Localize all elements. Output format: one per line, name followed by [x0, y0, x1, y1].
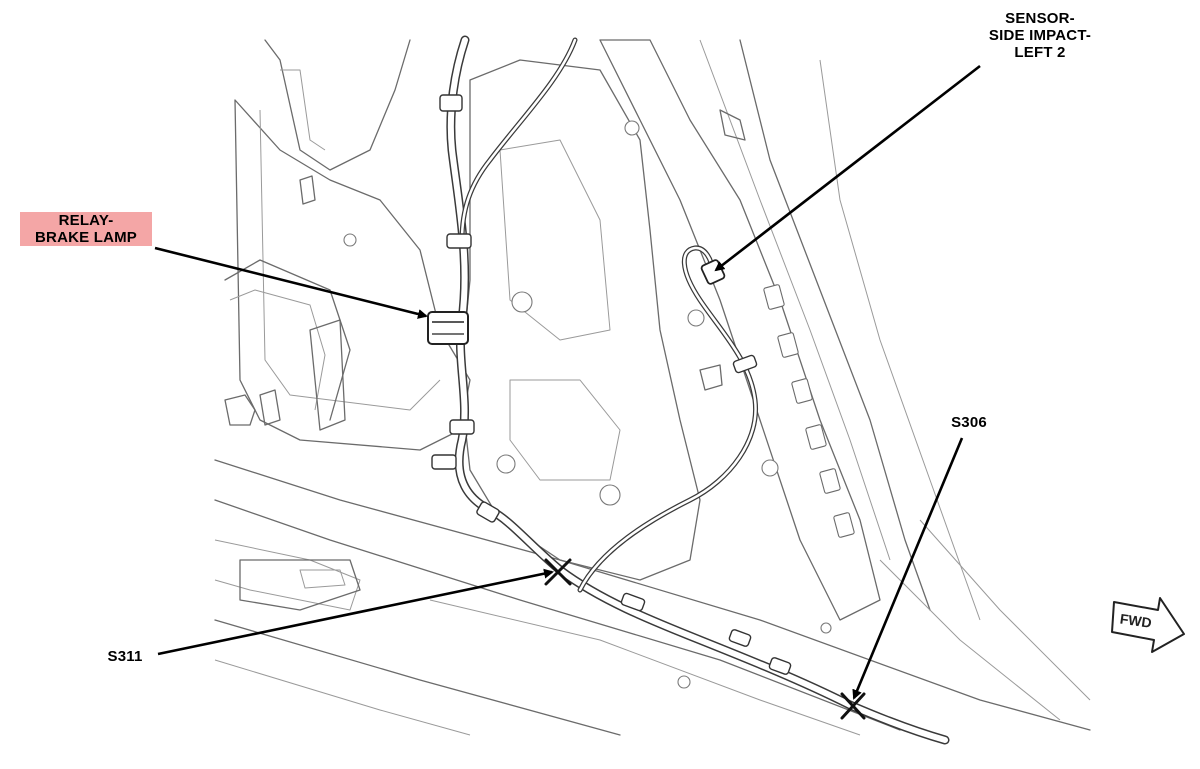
s306-leader-line	[852, 437, 964, 700]
relay-brake-lamp-label: RELAY- BRAKE LAMP	[20, 212, 152, 246]
splice-s306-label: S306	[951, 414, 987, 431]
sensor-label-line-2: SIDE IMPACT-	[988, 27, 1092, 44]
sensor-label-line-3: LEFT 2	[1014, 44, 1066, 61]
forward-arrow-icon: FWD	[1111, 597, 1185, 653]
splice-s311-marker	[544, 558, 572, 586]
brake-lamp-relay	[427, 311, 469, 345]
relay-leader-line	[154, 246, 428, 319]
sensor-leader-line	[714, 64, 981, 272]
s311-leader-line	[157, 568, 554, 656]
relay-label-line-2: BRAKE LAMP	[20, 229, 152, 246]
vehicle-body-structure	[214, 39, 1091, 736]
sensor-label-line-1: SENSOR-	[1005, 10, 1075, 27]
relay-label-line-1: RELAY-	[20, 212, 152, 229]
splice-s311-label: S311	[107, 648, 143, 665]
sensor-side-impact-label: SENSOR- SIDE IMPACT- LEFT 2	[960, 10, 1120, 61]
main-wire-harness	[431, 35, 950, 745]
fwd-indicator-text: FWD	[1119, 611, 1153, 631]
side-impact-sensor	[700, 259, 726, 285]
